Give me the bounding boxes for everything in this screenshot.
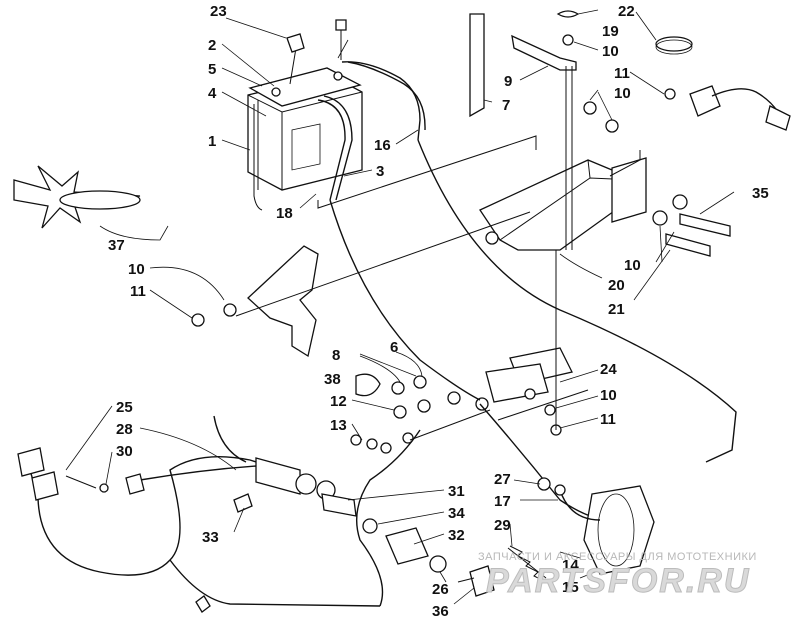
hose-clamp [655,36,693,55]
callout-14: 14 [562,557,579,574]
callout-2: 2 [208,37,216,54]
callout-15: 15 [562,579,579,596]
callout-24: 24 [600,361,617,378]
callout-27: 27 [494,471,511,488]
wing-nut [556,10,580,46]
callout-5: 5 [208,61,216,78]
callout-10-top: 10 [602,43,619,60]
callout-11-top: 11 [614,65,630,82]
callout-20: 20 [608,277,625,294]
callout-10-solenoid: 10 [600,387,617,404]
battery [247,67,363,211]
watermark-tagline: ЗАПЧАСТИ И АКСЕССУАРЫ ДЛЯ МОТОТЕХНИКИ [478,551,757,563]
callout-31: 31 [448,483,465,500]
callout-35: 35 [752,185,769,202]
callout-10-right: 10 [624,257,641,274]
watermark: ЗАПЧАСТИ И АКСЕССУАРЫ ДЛЯ МОТОТЕХНИКИ PA… [478,551,757,601]
callout-32: 32 [448,527,465,544]
starter-motor [537,477,655,575]
callout-11-solenoid: 11 [600,411,616,428]
callout-38: 38 [324,371,341,388]
callout-10-upper: 10 [614,85,631,102]
callout-33: 33 [202,529,219,546]
callout-36: 36 [432,603,449,620]
callout-8: 8 [332,347,340,364]
inline-fuse [233,493,253,513]
callout-10-left: 10 [128,261,145,278]
callout-30: 30 [116,443,133,460]
callout-3: 3 [376,163,384,180]
callout-9: 9 [504,73,512,90]
battery-tray [479,66,647,251]
callout-22: 22 [618,3,635,20]
wiring-harness [17,415,421,613]
callout-28: 28 [116,421,133,438]
leader-lines [65,9,735,605]
ignition-switch [321,493,495,597]
callout-4: 4 [208,85,217,102]
callout-1: 1 [208,133,216,150]
callout-25: 25 [116,399,133,416]
bolts-right [652,194,731,257]
callout-21: 21 [608,301,625,318]
watermark-brand: PARTSFOR.RU [486,562,750,600]
callout-19: 19 [602,23,619,40]
callout-26: 26 [432,581,449,598]
callout-16: 16 [374,137,391,154]
fuse-holder [583,85,791,133]
callout-34: 34 [448,505,465,522]
battery-cables [286,19,426,201]
callout-37: 37 [108,237,125,254]
ring-terminal [65,475,109,493]
callout-13: 13 [330,417,347,434]
callout-23: 23 [210,3,227,20]
brand-logo-decal [13,165,141,229]
mounting-bracket-left [191,245,319,358]
starter-solenoid [485,347,573,436]
assembly-lines [235,135,641,441]
callout-18: 18 [276,205,293,222]
callout-6: 6 [390,339,398,356]
callout-11-left: 11 [130,283,146,300]
hold-down-strap [469,13,577,118]
callout-7: 7 [502,97,510,114]
callout-labels: 23 2 5 4 1 18 3 16 7 9 19 10 22 11 10 35… [108,3,769,620]
hardware-nuts-washers [350,373,489,454]
callout-29: 29 [494,517,511,534]
callout-17: 17 [494,493,511,510]
callout-12: 12 [330,393,347,410]
return-spring [507,545,547,583]
